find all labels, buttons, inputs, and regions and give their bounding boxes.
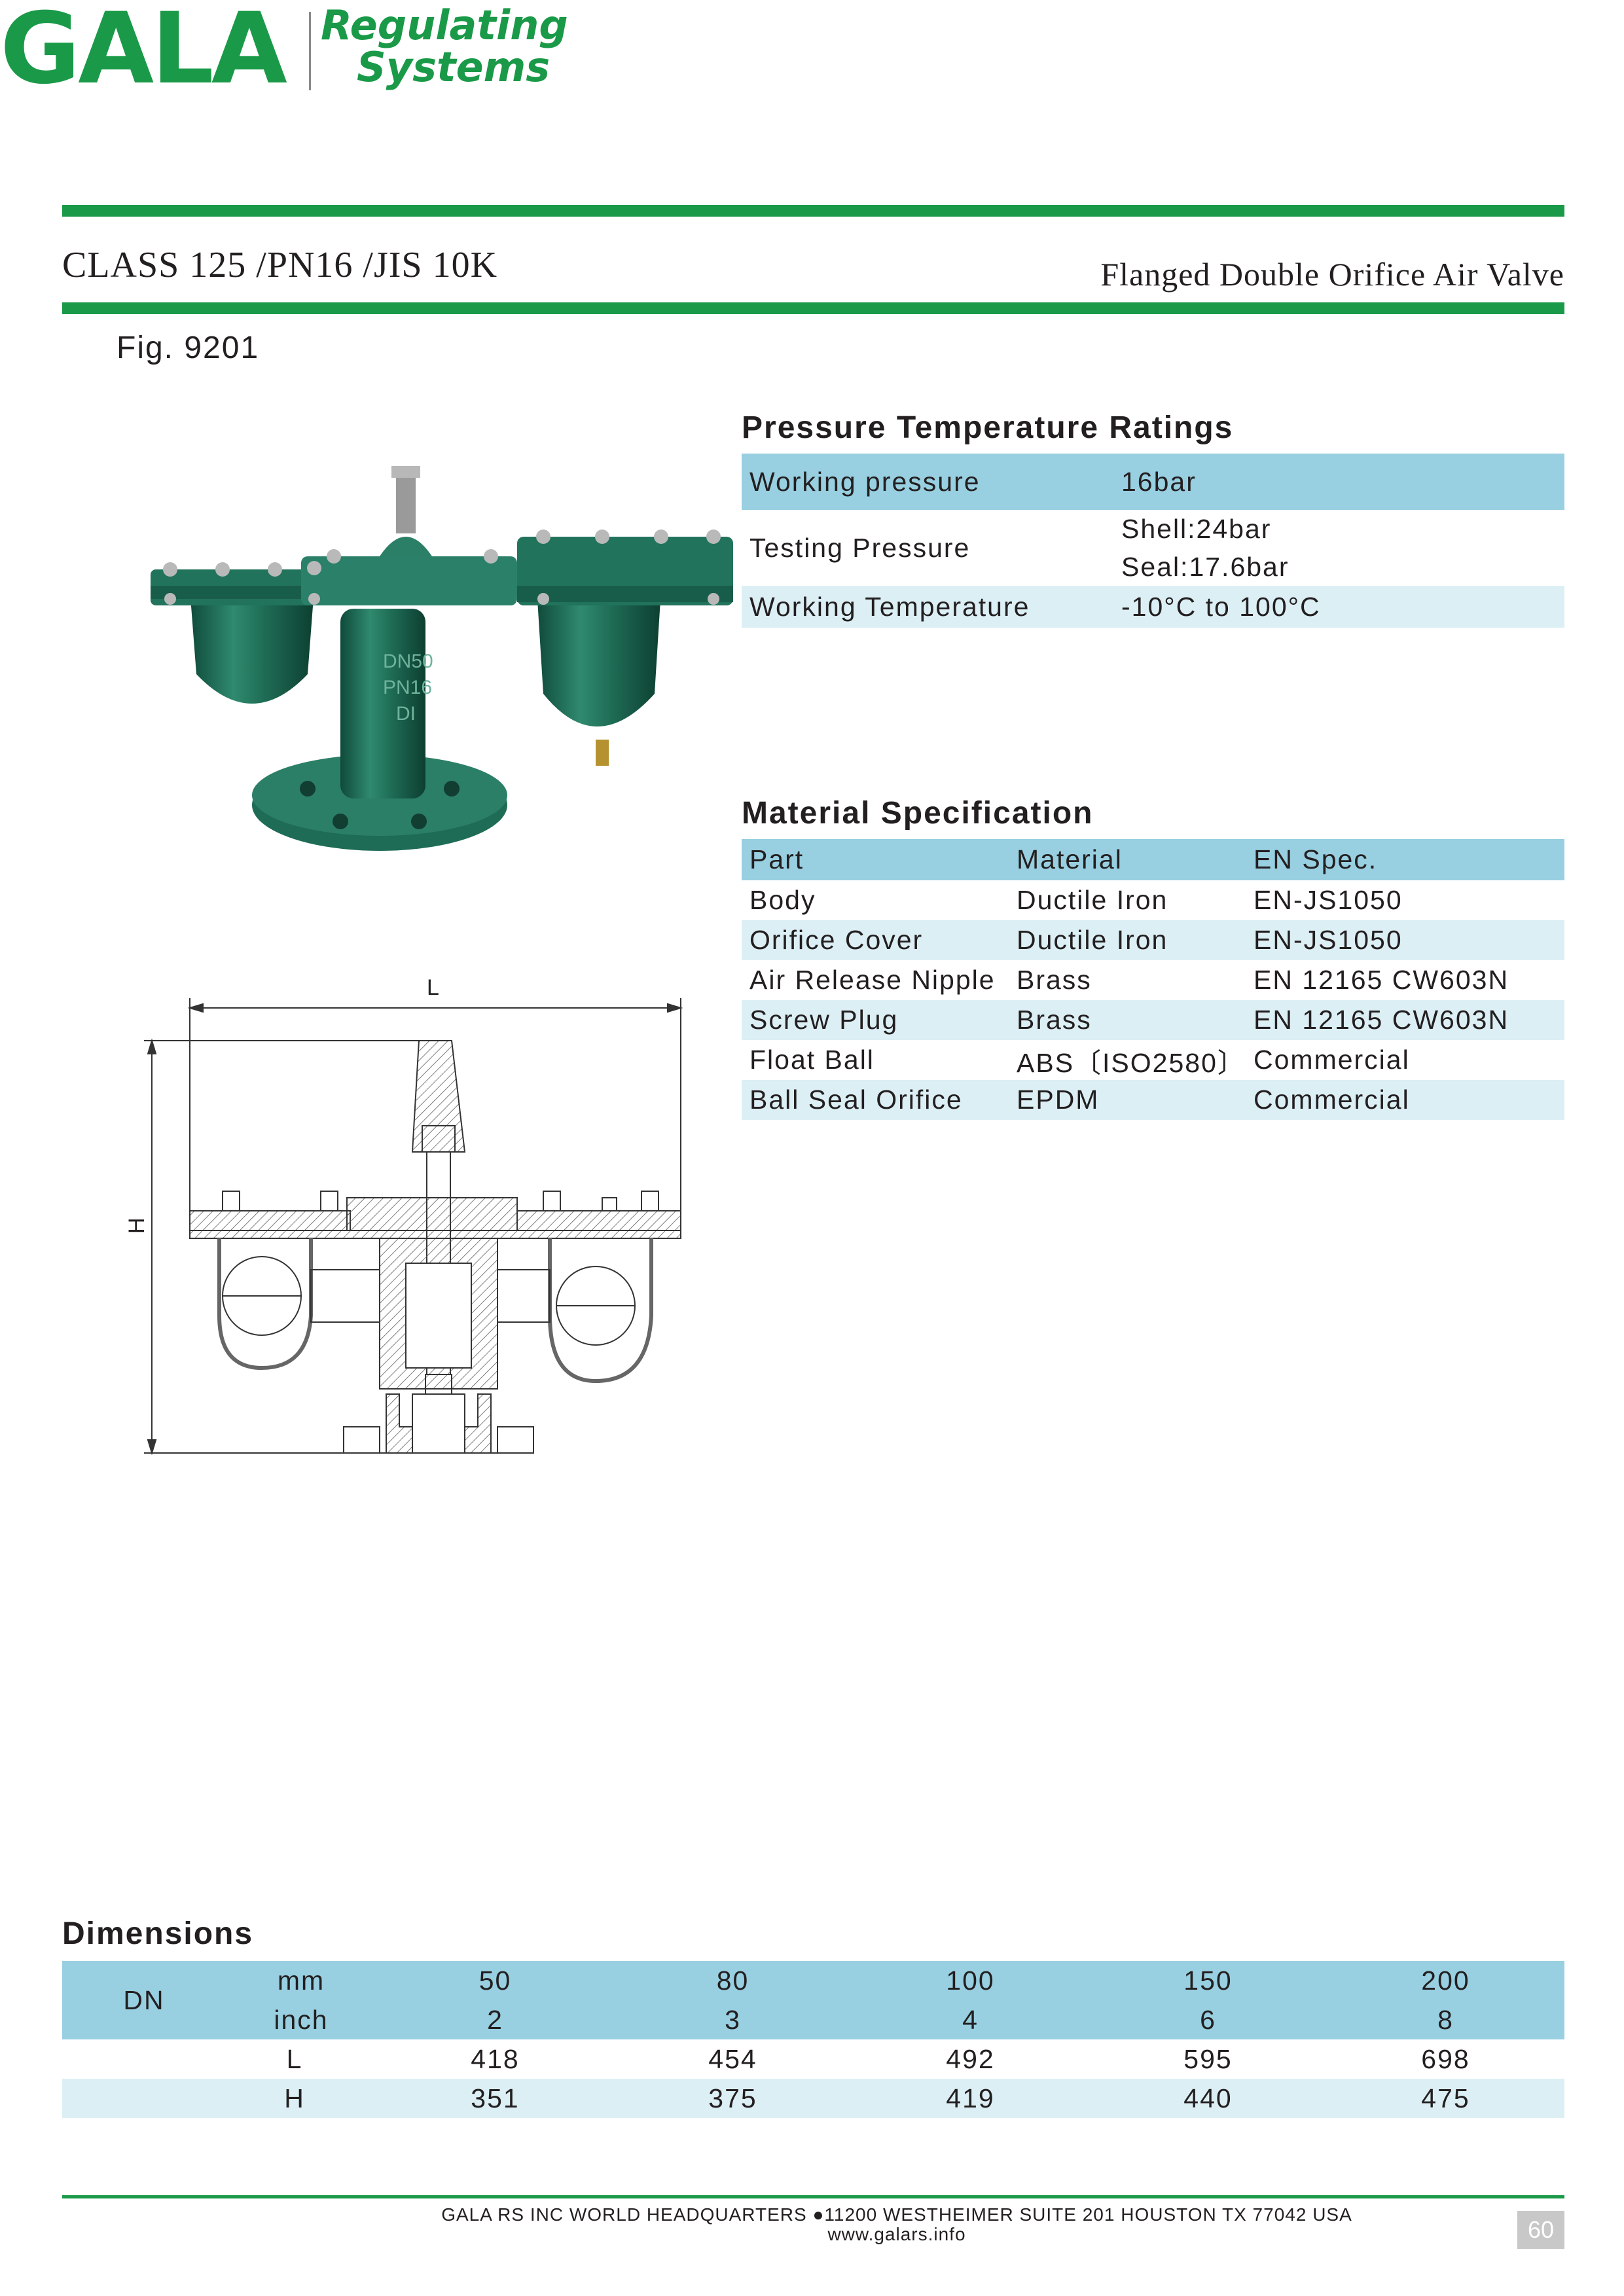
cell-en-spec: EN 12165 CW603N	[1254, 1005, 1509, 1035]
cell-material: Ductile Iron	[1017, 885, 1168, 915]
figure-label: Fig. 9201	[117, 331, 260, 365]
material-spec-table: Part Material EN Spec. Body Ductile Iron…	[742, 839, 1564, 1120]
cell-l: 492	[946, 2043, 995, 2074]
table-row: Orifice Cover Ductile Iron EN-JS1050	[742, 920, 1564, 960]
cell-mm: 200	[1421, 1965, 1470, 1996]
cast-mark-di: DI	[396, 703, 416, 725]
table-row: Screw Plug Brass EN 12165 CW603N	[742, 1000, 1564, 1040]
cell-mm: 150	[1183, 1965, 1233, 1996]
column-header-en-spec: EN Spec.	[1254, 844, 1378, 874]
brand-logo: GALA Regulating Systems	[0, 0, 568, 106]
unit-mm: mm	[277, 1965, 325, 1996]
product-title: Flanged Double Orifice Air Valve	[1100, 256, 1564, 293]
rating-value-shell: Shell:24bar	[1121, 514, 1272, 544]
table-row-l: L 418 454 492 595 698	[62, 2039, 1564, 2079]
cell-part: Body	[749, 885, 816, 915]
cell-part: Float Ball	[749, 1045, 875, 1075]
cell-l: 418	[471, 2043, 520, 2074]
cell-en-spec: Commercial	[1254, 1085, 1410, 1115]
cell-mm: 50	[478, 1965, 512, 1996]
rating-value-seal: Seal:17.6bar	[1121, 552, 1290, 582]
dimensions-table: DN mm 50 80 100 150 200 inch 2 3 4 6 8 L…	[62, 1961, 1564, 2118]
column-header-part: Part	[749, 844, 804, 874]
table-row: Float Ball ABS〔ISO2580〕 Commercial	[742, 1040, 1564, 1080]
cell-l: 454	[708, 2043, 757, 2074]
cell-en-spec: Commercial	[1254, 1045, 1410, 1075]
cell-material: ABS〔ISO2580〕	[1017, 1047, 1246, 1078]
class-title: CLASS 125 /PN16 /JIS 10K	[62, 245, 498, 285]
rating-label: Testing Pressure	[749, 532, 971, 563]
table-row-h: H 351 375 419 440 475	[62, 2079, 1564, 2118]
rating-value: 16bar	[1121, 466, 1197, 497]
cell-en-spec: EN-JS1050	[1254, 885, 1403, 915]
cell-h: 351	[471, 2083, 520, 2113]
h-label: H	[284, 2083, 305, 2113]
dimension-label-height: H	[124, 1217, 149, 1234]
cell-material: EPDM	[1017, 1085, 1100, 1115]
cell-part: Orifice Cover	[749, 925, 924, 955]
logo-wordmark: GALA	[0, 0, 287, 106]
cell-en-spec: EN 12165 CW603N	[1254, 965, 1509, 995]
cell-material: Brass	[1017, 1005, 1092, 1035]
table-row: Working pressure 16bar	[742, 454, 1564, 510]
cell-part: Screw Plug	[749, 1005, 899, 1035]
cell-mm: 100	[946, 1965, 995, 1996]
table-row: Ball Seal Orifice EPDM Commercial	[742, 1080, 1564, 1120]
table-header-row: Part Material EN Spec.	[742, 839, 1564, 880]
table-row: Body Ductile Iron EN-JS1050	[742, 880, 1564, 920]
cast-mark-dn: DN50	[383, 651, 433, 672]
cell-material: Brass	[1017, 965, 1092, 995]
cell-h: 440	[1183, 2083, 1233, 2113]
valve-technical-drawing: L H	[124, 975, 683, 1456]
cell-part: Ball Seal Orifice	[749, 1085, 963, 1115]
cell-inch: 3	[725, 2004, 741, 2035]
cell-part: Air Release Nipple	[749, 965, 996, 995]
table-row: Working Temperature -10°C to 100°C	[742, 586, 1564, 628]
cell-l: 698	[1421, 2043, 1470, 2074]
rating-label: Working pressure	[749, 466, 981, 497]
column-header-material: Material	[1017, 844, 1123, 874]
rating-value: -10°C to 100°C	[1121, 591, 1321, 622]
header-divider	[62, 302, 1564, 314]
l-label: L	[286, 2043, 303, 2074]
cell-en-spec: EN-JS1050	[1254, 925, 1403, 955]
cast-mark-pn: PN16	[383, 677, 432, 698]
footer-divider	[62, 2195, 1564, 2198]
cell-inch: 8	[1437, 2004, 1454, 2035]
cell-material: Ductile Iron	[1017, 925, 1168, 955]
table-row-mm: DN mm 50 80 100 150 200	[62, 1961, 1564, 2015]
pressure-ratings-table: Working pressure 16bar Testing Pressure …	[742, 454, 1564, 628]
dimensions-title: Dimensions	[62, 1916, 254, 1951]
valve-photo: DN50 PN16 DI	[151, 466, 733, 851]
cell-mm: 80	[716, 1965, 749, 1996]
cell-inch: 2	[487, 2004, 503, 2035]
footer-website: www.galars.info	[827, 2224, 966, 2244]
cell-inch: 6	[1200, 2004, 1216, 2035]
cell-h: 375	[708, 2083, 757, 2113]
top-divider	[62, 205, 1564, 217]
cell-h: 475	[1421, 2083, 1470, 2113]
table-row: Air Release Nipple Brass EN 12165 CW603N	[742, 960, 1564, 1000]
cell-h: 419	[946, 2083, 995, 2113]
unit-inch: inch	[274, 2004, 329, 2035]
dimension-label-length: L	[427, 975, 439, 1000]
pressure-ratings-title: Pressure Temperature Ratings	[742, 410, 1234, 445]
table-row-inch: inch 2 3 4 6 8	[62, 2000, 1564, 2039]
cell-l: 595	[1183, 2043, 1233, 2074]
table-row: Testing Pressure Shell:24bar Seal:17.6ba…	[742, 510, 1564, 586]
logo-tagline-systems: Systems	[357, 43, 550, 91]
material-spec-title: Material Specification	[742, 796, 1094, 831]
footer-address: GALA RS INC WORLD HEADQUARTERS ●11200 WE…	[441, 2204, 1352, 2225]
page-number: 60	[1517, 2211, 1564, 2249]
dn-label: DN	[123, 1984, 165, 2015]
logo-separator	[309, 12, 311, 90]
rating-label: Working Temperature	[749, 591, 1030, 622]
cell-inch: 4	[962, 2004, 979, 2035]
logo-tagline-regulating: Regulating	[321, 1, 568, 49]
